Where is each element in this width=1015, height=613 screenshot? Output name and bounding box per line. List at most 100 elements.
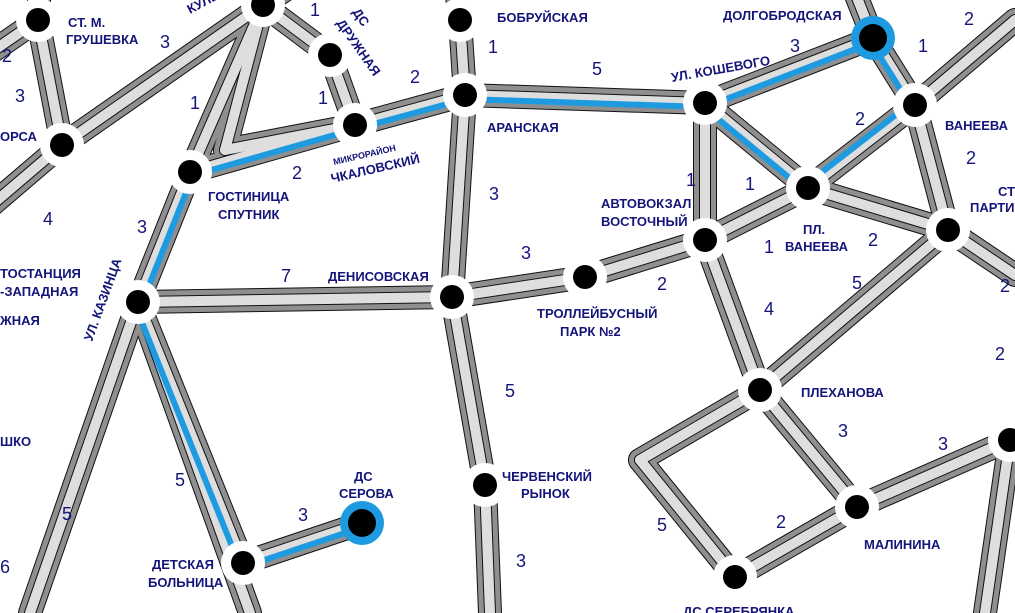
segment-count: 1 [745, 174, 755, 194]
station-node[interactable] [463, 463, 507, 507]
segment-count: 2 [2, 46, 12, 66]
station-label: ДС [354, 469, 373, 484]
segment-count: 1 [918, 36, 928, 56]
highlighted-route [461, 95, 708, 110]
track-segment [730, 502, 862, 582]
track-segment [220, 0, 268, 155]
track-segment [803, 183, 953, 235]
segment-count: 5 [505, 381, 515, 401]
highlighted-route [802, 98, 916, 188]
track-segment [980, 435, 1015, 613]
segment-count: 3 [160, 32, 170, 52]
segment-count: 4 [43, 209, 53, 229]
segment-count: 2 [966, 148, 976, 168]
station-label: КУЛЬТ [184, 0, 227, 17]
track-segment [133, 167, 195, 307]
station-label: АРАНСКАЯ [487, 120, 559, 135]
station-node[interactable] [168, 150, 212, 194]
segment-count: 1 [686, 170, 696, 190]
station-node[interactable] [683, 81, 727, 125]
station-label: ДЕНИСОВСКАЯ [328, 269, 429, 284]
station-node[interactable] [443, 73, 487, 117]
station-node[interactable] [16, 0, 60, 42]
station-node[interactable] [851, 16, 895, 60]
station-label: ДС СЕРЕБРЯНКА [683, 604, 795, 613]
station-label: ГОСТИНИЦА [208, 189, 290, 204]
station-label: ТРОЛЛЕЙБУСНЫЙ [537, 306, 657, 321]
segment-count: 3 [838, 421, 848, 441]
station-node[interactable] [333, 103, 377, 147]
track-segment [447, 272, 590, 302]
segment-count: 5 [657, 515, 667, 535]
station-label: СЕРОВА [339, 486, 394, 501]
segment-count: 2 [292, 163, 302, 183]
station-node[interactable] [988, 418, 1015, 462]
segment-count: 5 [62, 504, 72, 524]
highlighted-route [188, 125, 360, 179]
station-label: ПЛ. [803, 222, 825, 237]
segment-count: 2 [964, 9, 974, 29]
station-node[interactable] [713, 555, 757, 599]
station-label: СТ. М. [68, 15, 105, 30]
track-segment [635, 455, 740, 582]
station-label: СТ [998, 184, 1015, 199]
station-label: ГРУШЕВКА [66, 32, 139, 47]
station-label: ПАРК №2 [560, 324, 621, 339]
segment-count: 2 [868, 230, 878, 250]
segment-count: 3 [521, 243, 531, 263]
segment-count: 4 [764, 299, 774, 319]
segment-count: 2 [410, 67, 420, 87]
station-node[interactable] [116, 280, 160, 324]
station-label: СПУТНИК [218, 207, 279, 222]
station-label: ШКО [0, 434, 31, 449]
station-label: ЧЕРВЕНСКИЙ [502, 469, 592, 484]
station-node[interactable] [835, 485, 879, 529]
track-segment [755, 385, 862, 512]
station-node[interactable] [221, 541, 265, 585]
segment-count: 2 [1000, 276, 1010, 296]
station-node[interactable] [738, 368, 782, 412]
station-label: АВТОВОКЗАЛ [601, 196, 691, 211]
station-label: ТОСТАНЦИЯ [0, 266, 81, 281]
station-node[interactable] [340, 501, 384, 545]
track-segment [700, 98, 813, 193]
station-label: МАЛИНИНА [864, 537, 941, 552]
station-node[interactable] [430, 275, 474, 319]
station-label: РЫНОК [521, 486, 570, 501]
segment-count: 5 [175, 470, 185, 490]
segment-count: 5 [592, 59, 602, 79]
segment-count: 3 [298, 505, 308, 525]
track-segment [852, 435, 1015, 512]
station-label: БОЛЬНИЦА [148, 575, 224, 590]
segment-count: 3 [516, 551, 526, 571]
segment-count: 3 [137, 217, 147, 237]
station-node[interactable] [893, 83, 937, 127]
segment-count: 1 [190, 93, 200, 113]
segment-count: 1 [310, 0, 320, 20]
track-segment [447, 292, 490, 490]
station-label: БОБРУЙСКАЯ [497, 10, 588, 25]
track-segment [635, 385, 765, 465]
station-label: ДОЛГОБРОДСКАЯ [723, 8, 842, 23]
track-segment [803, 100, 920, 193]
station-node[interactable] [786, 166, 830, 210]
segment-count: 1 [488, 37, 498, 57]
highlighted-route [703, 38, 878, 110]
station-label: -ЗАПАДНАЯ [0, 284, 78, 299]
segment-count: 3 [489, 184, 499, 204]
highlighted-route [138, 170, 197, 307]
station-node[interactable] [563, 255, 607, 299]
track-segment [57, 0, 268, 150]
station-label: ВОСТОЧНЫЙ [601, 214, 688, 229]
station-node[interactable] [40, 123, 84, 167]
station-node[interactable] [308, 33, 352, 77]
station-node[interactable] [241, 0, 285, 27]
station-node[interactable] [683, 218, 727, 262]
highlighted-route [131, 300, 243, 568]
station-node[interactable] [438, 0, 482, 42]
station-label: ПАРТИЗ [970, 200, 1015, 215]
station-node[interactable] [926, 208, 970, 252]
segment-count: 2 [855, 109, 865, 129]
